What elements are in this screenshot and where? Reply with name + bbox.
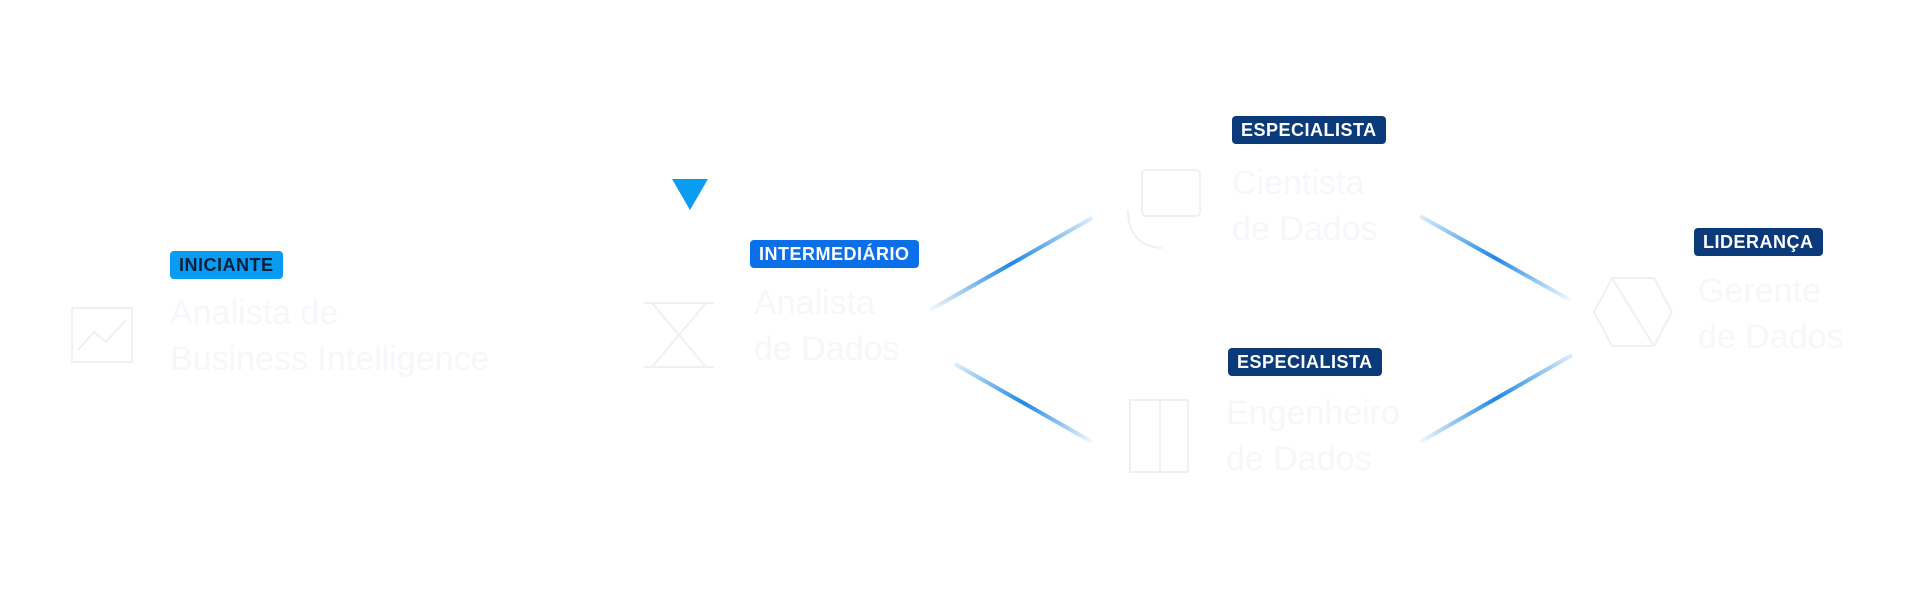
chart-icon: [70, 306, 134, 364]
chat-icon: [1122, 166, 1204, 252]
connector-engenheiro-to-gerente: [1419, 353, 1573, 444]
role-cientista-dados: Cientista de Dados: [1232, 160, 1378, 252]
role-analista-dados: Analista de Dados: [754, 280, 900, 372]
role-cientista-dados-line1: Cientista: [1232, 164, 1365, 202]
document-icon: [1126, 396, 1194, 476]
role-gerente-dados-line1: Gerente: [1698, 272, 1821, 310]
badge-lideranca: LIDERANÇA: [1694, 228, 1823, 256]
badge-intermediario: INTERMEDIÁRIO: [750, 240, 919, 268]
role-analista-bi-line1: Analista de: [170, 294, 339, 332]
connector-analista-to-engenheiro: [954, 362, 1093, 444]
position-marker-icon: [672, 179, 708, 210]
role-analista-bi-line2: Business Intelligence: [170, 340, 490, 378]
connector-analista-to-cientista: [929, 216, 1093, 312]
role-analista-bi: Analista de Business Intelligence: [170, 290, 489, 382]
badge-especialista-bottom: ESPECIALISTA: [1228, 348, 1382, 376]
role-gerente-dados: Gerente de Dados: [1698, 268, 1844, 360]
role-gerente-dados-line2: de Dados: [1698, 318, 1844, 356]
role-engenheiro-dados-line2: de Dados: [1226, 440, 1372, 478]
badge-especialista-top: ESPECIALISTA: [1232, 116, 1386, 144]
connector-cientista-to-gerente: [1419, 214, 1571, 302]
role-analista-dados-line1: Analista: [754, 284, 875, 322]
role-engenheiro-dados: Engenheiro de Dados: [1226, 390, 1400, 482]
cube-icon: [1592, 274, 1674, 350]
badge-iniciante: INICIANTE: [170, 251, 283, 279]
hourglass-icon: [640, 300, 718, 370]
role-engenheiro-dados-line1: Engenheiro: [1226, 394, 1400, 432]
role-cientista-dados-line2: de Dados: [1232, 210, 1378, 248]
role-analista-dados-line2: de Dados: [754, 330, 900, 368]
